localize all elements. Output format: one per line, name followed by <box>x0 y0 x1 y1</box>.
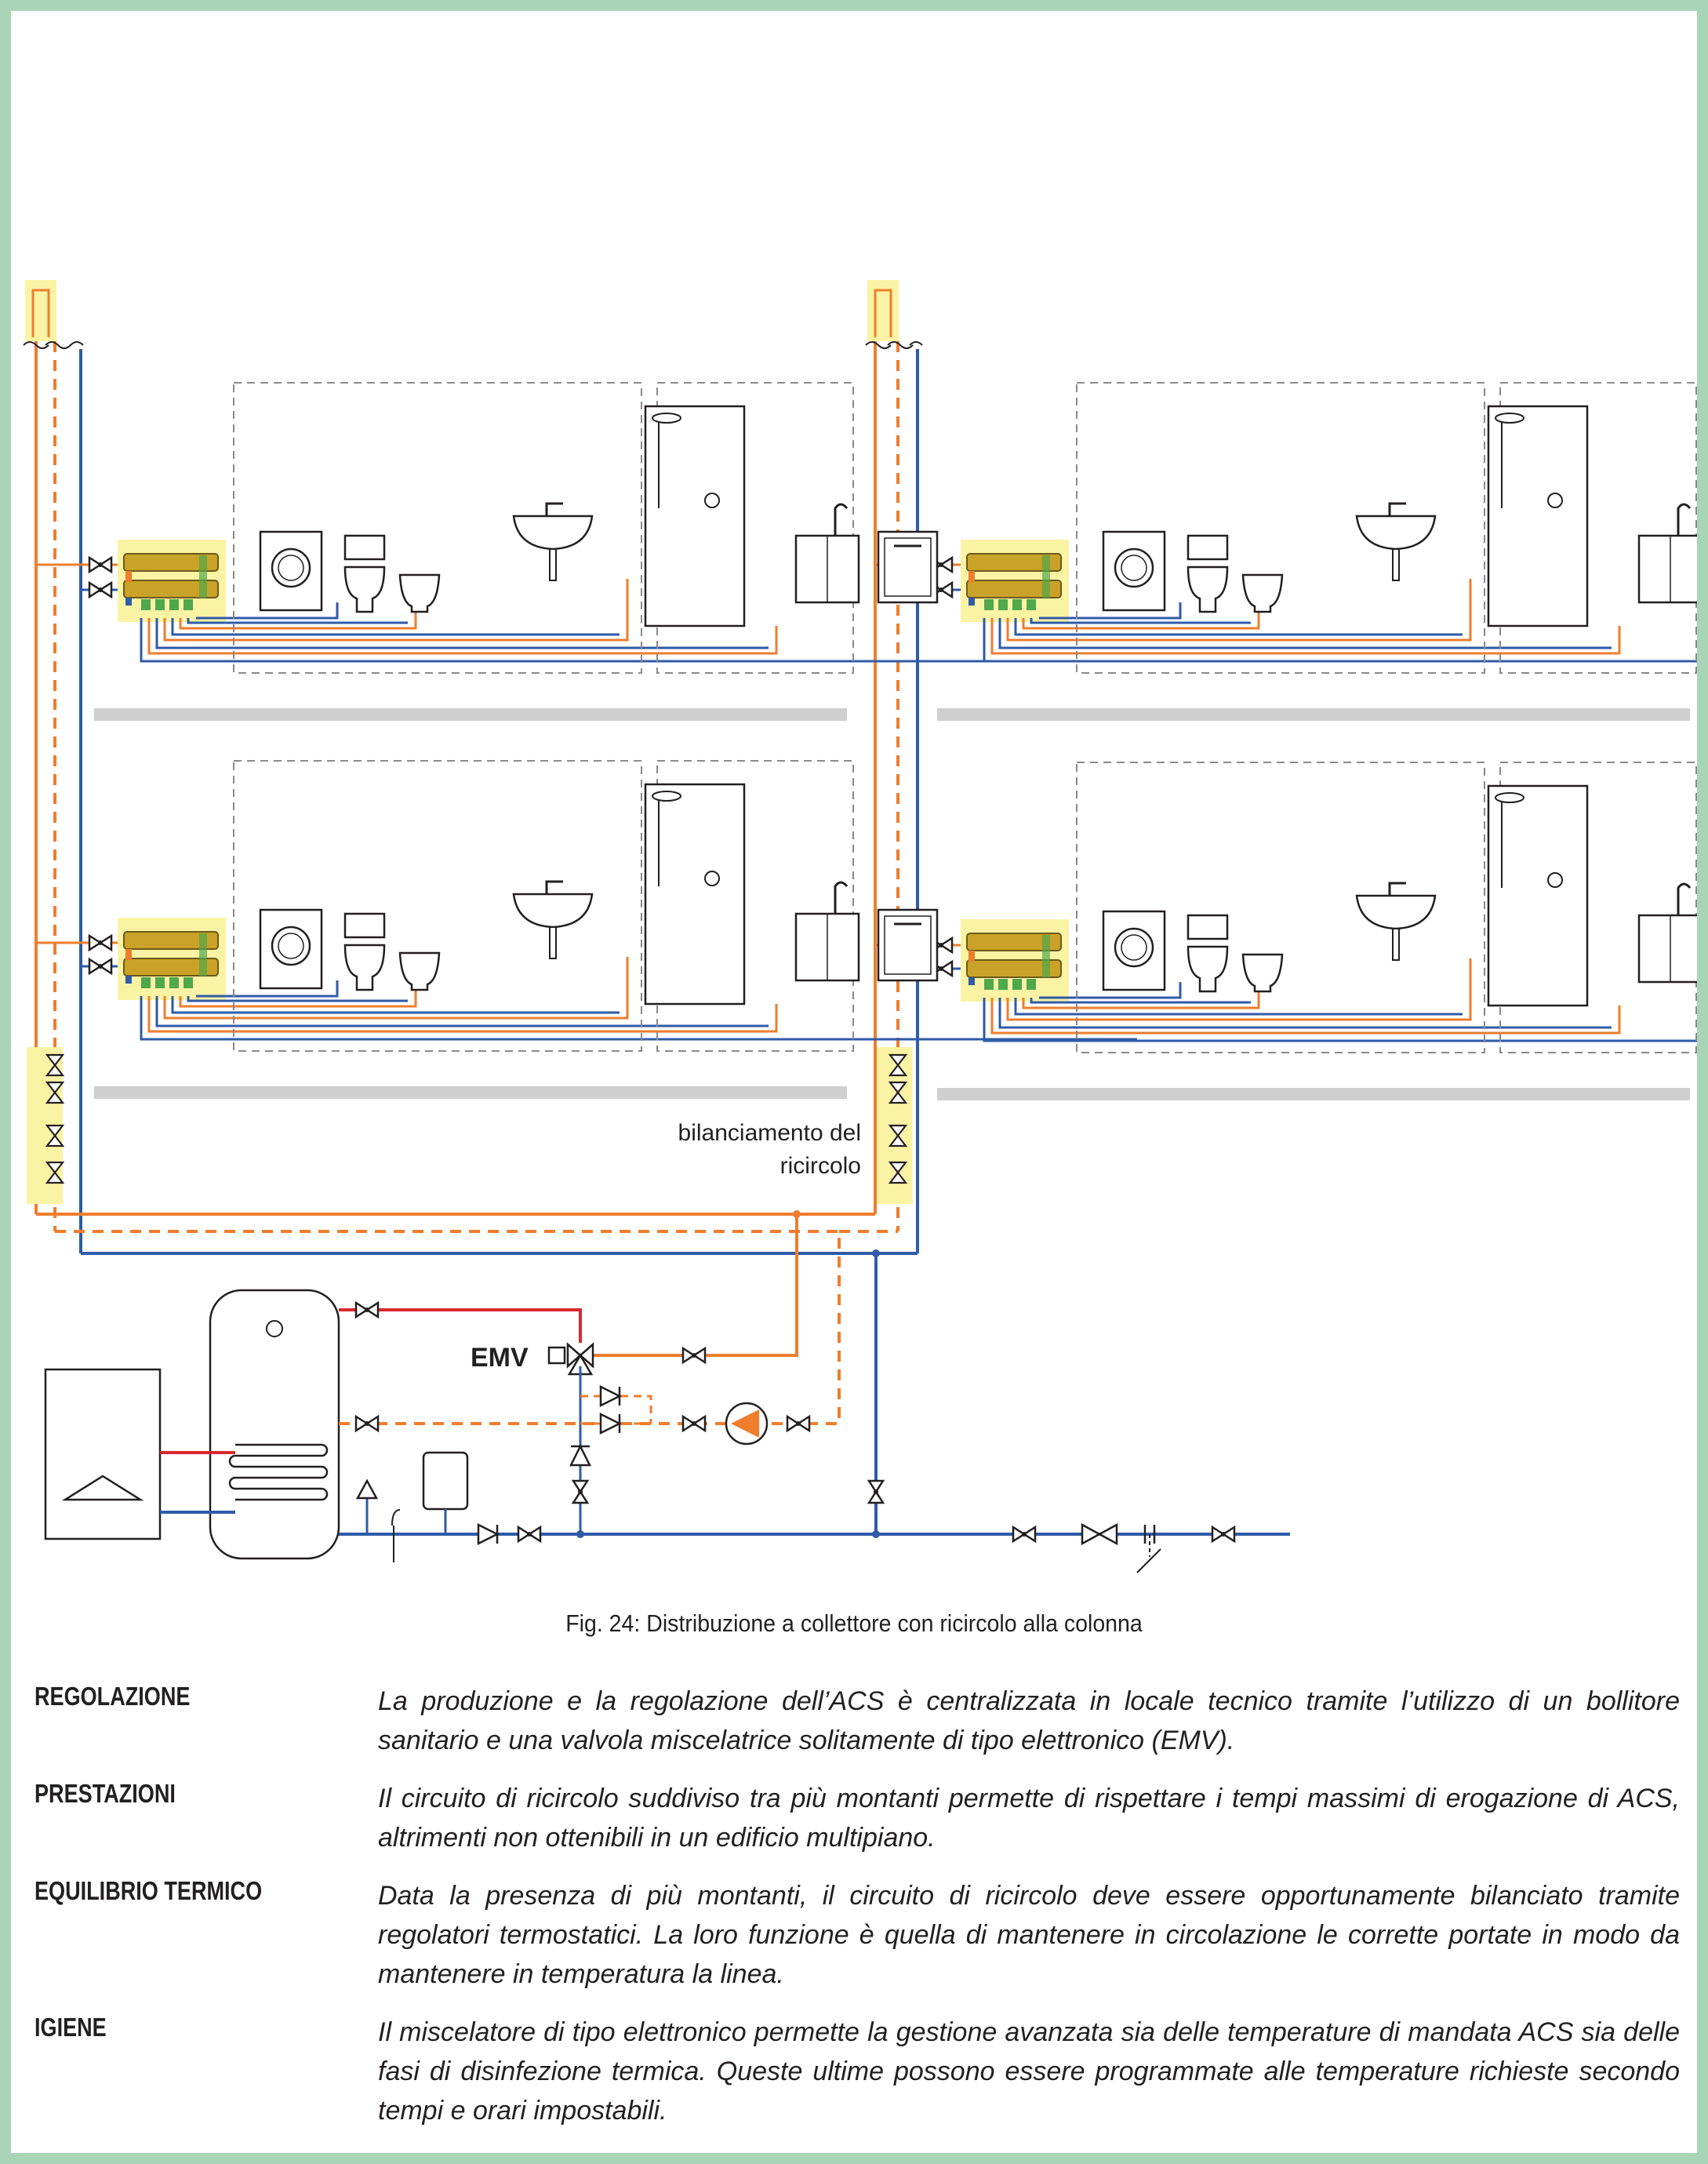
definition-equilibrio-termico: EQUILIBRIO TERMICO Data la presenza di p… <box>35 1876 1680 1994</box>
emv-label: EMV <box>471 1343 529 1373</box>
definition-term: IGIENE <box>35 2013 107 2042</box>
definition-text: La produzione e la regolazione dell’ACS … <box>378 1686 1680 1755</box>
definition-prestazioni: PRESTAZIONI Il circuito di ricircolo sud… <box>35 1779 1680 1857</box>
boiler <box>44 1368 162 1540</box>
definition-text: Il circuito di ricircolo suddiviso tra p… <box>378 1784 1680 1853</box>
definition-text: Il miscelatore di tipo elettronico perme… <box>378 2017 1680 2126</box>
definition-term: PRESTAZIONI <box>35 1779 176 1808</box>
apartment-bottom-right <box>936 761 1697 1102</box>
riser-left <box>23 280 84 1253</box>
definition-igiene: IGIENE Il miscelatore di tipo elettronic… <box>35 2013 1680 2130</box>
definition-term: REGOLAZIONE <box>35 1682 191 1711</box>
apartment-top-right <box>936 381 1697 722</box>
balancing-label-line2: ricircolo <box>780 1153 861 1179</box>
riser-right <box>865 280 923 1253</box>
definition-text: Data la presenza di più montanti, il cir… <box>378 1881 1680 1989</box>
balancing-label-line1: bilanciamento del <box>678 1120 861 1146</box>
figure-caption: Fig. 24: Distribuzione a collettore con … <box>565 1609 1143 1637</box>
definition-term: EQUILIBRIO TERMICO <box>35 1876 263 1905</box>
definition-regolazione: REGOLAZIONE La produzione e la regolazio… <box>35 1682 1680 1760</box>
expansion-vessel <box>422 1451 469 1511</box>
plumbing-diagram: bilanciamento del ricircolo EMV <box>23 280 1697 1573</box>
